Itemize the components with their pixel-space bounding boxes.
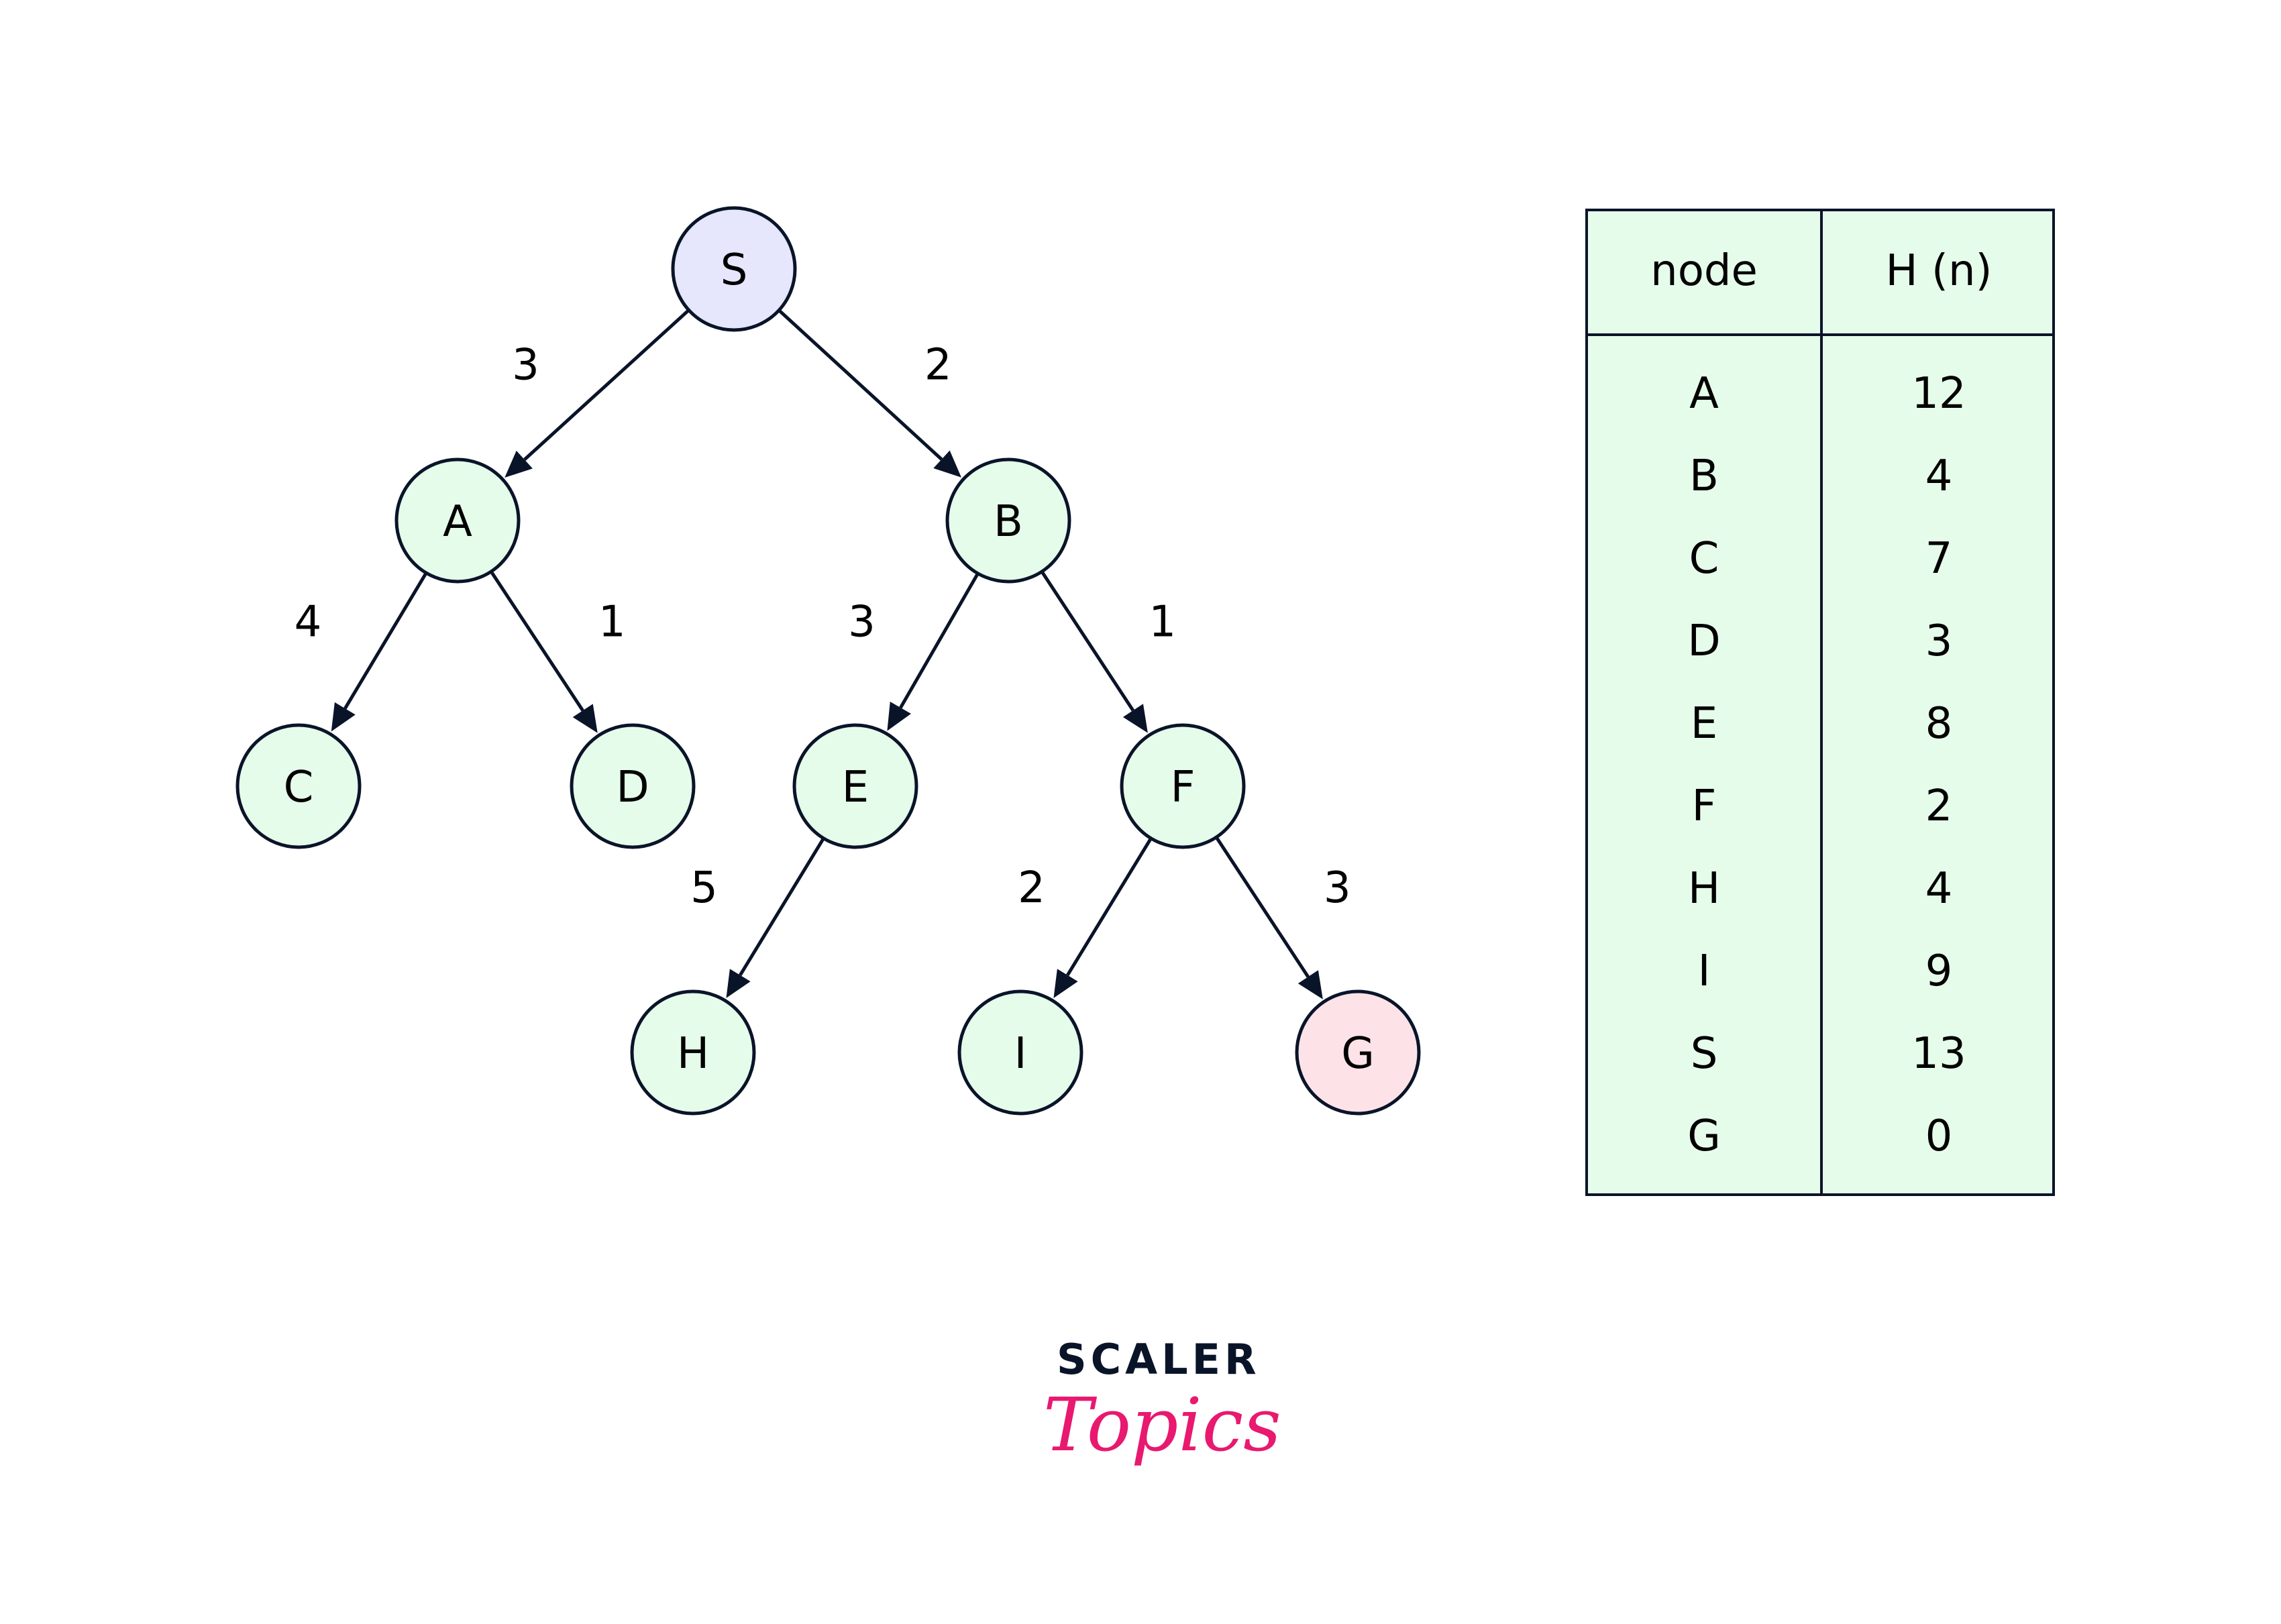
edge-line	[343, 572, 428, 710]
node-circle	[957, 989, 1083, 1116]
node-name: A	[1689, 369, 1719, 419]
arrowhead-icon	[1122, 704, 1148, 733]
heuristic-value: 2	[1925, 781, 1953, 831]
node-label: G	[1341, 1029, 1375, 1079]
heuristic-value: 13	[1911, 1029, 1966, 1079]
edge-line	[523, 309, 690, 461]
arrowhead-icon	[1297, 970, 1323, 999]
logo-topics: Topics	[1043, 1382, 1281, 1468]
arrowhead-icon	[887, 702, 911, 731]
edge-F-I: 2	[1018, 837, 1153, 998]
node-name: E	[1690, 699, 1718, 749]
arrowhead-icon	[331, 702, 356, 732]
node-label: A	[443, 497, 472, 547]
node-label: B	[994, 497, 1023, 547]
node-circle	[235, 723, 362, 849]
node-label: F	[1171, 763, 1196, 812]
edge-cost-label: 3	[1324, 863, 1351, 913]
node-circle	[671, 206, 797, 332]
edge-F-G: 3	[1214, 836, 1351, 999]
edge-S-A: 3	[505, 309, 690, 478]
node-S: S	[671, 206, 797, 332]
edge-E-H: 5	[690, 837, 825, 998]
node-name: I	[1697, 946, 1711, 996]
node-circle	[630, 989, 756, 1116]
arrowhead-icon	[1053, 969, 1078, 998]
edge-cost-label: 3	[512, 341, 539, 390]
node-name: B	[1689, 451, 1719, 501]
node-label: E	[842, 763, 869, 812]
edge-B-E: 3	[848, 572, 979, 731]
node-label: H	[677, 1029, 709, 1079]
node-D: D	[570, 723, 696, 849]
heuristic-value: 12	[1911, 369, 1966, 419]
node-label: S	[721, 246, 748, 295]
edge-cost-label: 1	[1149, 597, 1176, 647]
heuristic-value: 7	[1925, 534, 1953, 584]
node-name: C	[1689, 534, 1719, 584]
heuristic-value: 4	[1925, 864, 1953, 914]
node-E: E	[792, 723, 918, 849]
node-C: C	[235, 723, 362, 849]
edge-cost-label: 2	[1018, 863, 1045, 913]
edge-S-B: 2	[778, 309, 961, 478]
edge-B-F: 1	[1040, 570, 1176, 733]
node-name: S	[1690, 1029, 1718, 1079]
node-H: H	[630, 989, 756, 1116]
edge-A-D: 1	[489, 570, 626, 733]
node-name: F	[1691, 781, 1717, 831]
node-G: G	[1295, 989, 1421, 1116]
node-name: G	[1687, 1112, 1721, 1161]
table-divider	[1820, 211, 1823, 1193]
node-circle	[945, 457, 1071, 584]
node-circle	[570, 723, 696, 849]
node-I: I	[957, 989, 1083, 1116]
edge-line	[1214, 836, 1310, 978]
heuristic-value: 4	[1925, 451, 1953, 501]
node-name: H	[1687, 864, 1721, 914]
heuristic-value: 9	[1925, 946, 1953, 996]
node-label: D	[616, 763, 649, 812]
arrowhead-icon	[933, 450, 961, 478]
edge-cost-label: 4	[295, 597, 322, 647]
edge-A-C: 4	[295, 572, 428, 732]
edge-cost-label: 5	[690, 863, 718, 913]
edge-cost-label: 3	[848, 597, 876, 647]
edge-line	[489, 570, 584, 712]
arrowhead-icon	[726, 969, 751, 998]
table-header-divider	[1588, 333, 2052, 336]
edge-cost-label: 2	[924, 341, 952, 390]
edge-line	[1066, 837, 1153, 977]
edge-line	[778, 309, 943, 461]
edge-line	[1040, 570, 1134, 712]
arrowhead-icon	[505, 450, 533, 478]
node-circle	[1295, 989, 1421, 1116]
heuristic-value: 8	[1925, 699, 1953, 749]
node-B: B	[945, 457, 1071, 584]
edge-line	[899, 572, 979, 709]
heuristic-value: 3	[1925, 616, 1953, 666]
edge-cost-label: 1	[598, 597, 626, 647]
header-heuristic: H (n)	[1885, 246, 1993, 296]
node-A: A	[394, 457, 521, 584]
edge-line	[739, 837, 825, 977]
node-circle	[792, 723, 918, 849]
node-F: F	[1120, 723, 1246, 849]
heuristic-value: 0	[1925, 1112, 1953, 1161]
arrowhead-icon	[572, 704, 598, 733]
node-circle	[1120, 723, 1246, 849]
node-label: C	[284, 763, 314, 812]
logo-scaler: SCALER	[1057, 1335, 1261, 1384]
header-node: node	[1650, 246, 1758, 296]
node-circle	[394, 457, 521, 584]
node-name: D	[1687, 616, 1721, 666]
node-label: I	[1014, 1029, 1027, 1079]
